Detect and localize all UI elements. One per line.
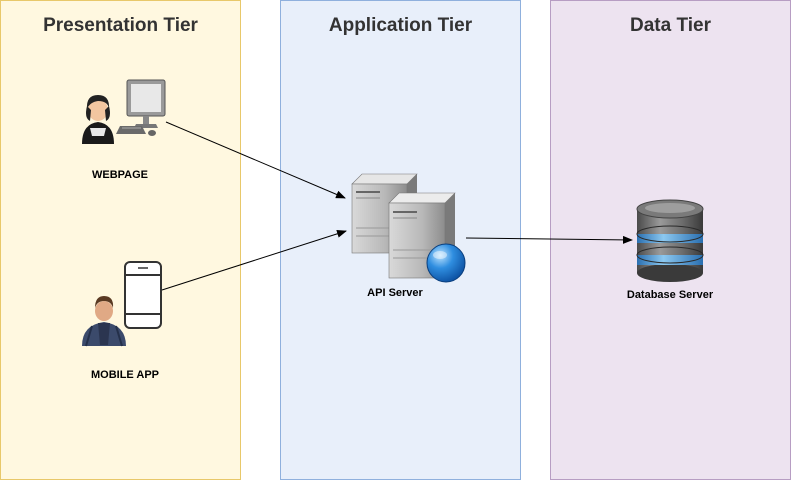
presentation-tier-title: Presentation Tier — [43, 15, 198, 36]
edge-webpage-to-api — [165, 121, 346, 199]
application-tier-title: Application Tier — [328, 15, 473, 36]
mobile-app-label: MOBILE APP — [90, 369, 160, 381]
database-server-label: Database Server — [626, 289, 714, 301]
api-server-label: API Server — [367, 287, 423, 299]
webpage-label: WEBPAGE — [91, 169, 149, 181]
edge-api-to-database — [465, 235, 633, 244]
server-globe-icon — [351, 173, 466, 283]
mobile-user-icon — [82, 261, 162, 347]
presentation-tier-panel: Presentation Tier — [0, 0, 241, 480]
data-tier-title: Data Tier — [630, 15, 711, 36]
database-icon — [636, 199, 704, 282]
edge-mobile-to-api — [161, 229, 347, 291]
application-tier-panel: Application Tier — [280, 0, 521, 480]
desktop-user-icon — [82, 79, 166, 144]
